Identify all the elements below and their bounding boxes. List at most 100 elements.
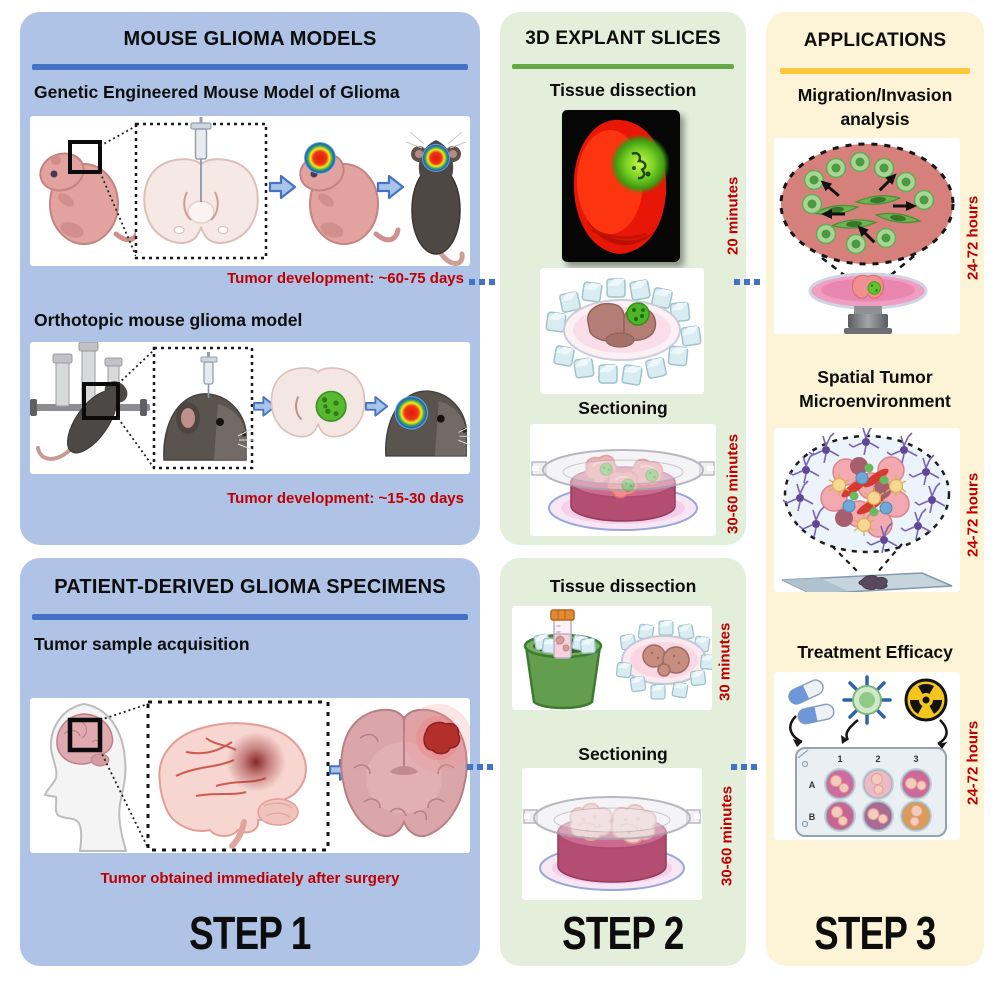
blue-cell-icon bbox=[855, 471, 869, 485]
vibratome-panel bbox=[530, 424, 716, 536]
patient-illustration-panel bbox=[30, 698, 470, 853]
vibratome-lid-icon bbox=[523, 796, 701, 840]
spatial-heading: Spatial Tumor Microenvironment bbox=[799, 367, 951, 411]
syringe-icon bbox=[190, 117, 212, 202]
treatment-time: 24-72 hours bbox=[964, 720, 982, 806]
migration-illustration bbox=[779, 142, 955, 334]
zoom-square bbox=[67, 717, 103, 753]
brain-coronal-tumor-icon bbox=[270, 367, 366, 438]
coronal-brain-tumor-icon bbox=[340, 704, 470, 838]
tissue-dish-on-ice-icon bbox=[615, 620, 712, 700]
pill-capsule-icon bbox=[785, 676, 827, 708]
connector-step1-step2-bottom bbox=[467, 764, 493, 770]
tumor-icon bbox=[423, 721, 461, 755]
plate-col-label: 3 bbox=[913, 754, 918, 764]
box-title: APPLICATIONS bbox=[803, 30, 947, 51]
well-a2 bbox=[862, 768, 894, 800]
dissection-heading: Tissue dissection bbox=[549, 576, 697, 596]
treatment-heading: Treatment Efficacy bbox=[797, 642, 953, 662]
green-cell-icon bbox=[849, 491, 859, 501]
arrow-icon bbox=[268, 174, 297, 200]
patient-illustration bbox=[43, 700, 470, 852]
tme-illustration bbox=[781, 428, 953, 592]
plate-col-label: 2 bbox=[875, 754, 880, 764]
vessel-cell-icon bbox=[863, 468, 889, 488]
title-underline bbox=[780, 68, 970, 74]
green-cell-icon bbox=[869, 507, 879, 517]
round-glioma-cell-icon bbox=[875, 227, 897, 249]
syringe-icon bbox=[200, 352, 218, 398]
step1-label: STEP 1 bbox=[189, 907, 311, 959]
round-glioma-cell-icon bbox=[803, 169, 825, 191]
connector-step2-step3-top bbox=[734, 279, 760, 285]
brain-on-ice-illustration bbox=[545, 278, 702, 387]
lateral-brain-icon bbox=[158, 722, 307, 849]
dark-tumor-cell-icon bbox=[835, 509, 853, 527]
radiation-symbol-icon bbox=[904, 678, 948, 722]
plate-col-label: 1 bbox=[837, 754, 842, 764]
tumor-glow-icon bbox=[226, 732, 286, 792]
tissue-section-icon bbox=[858, 575, 888, 590]
gemm-heading: Genetic Engineered Mouse Model of Glioma bbox=[34, 82, 400, 102]
sectioning-heading: Sectioning bbox=[578, 398, 668, 418]
patient-dissection-panel bbox=[512, 606, 712, 710]
spatial-time: 24-72 hours bbox=[964, 472, 982, 558]
ice-dish-panel bbox=[540, 268, 704, 394]
sectioning-time: 30-60 minutes bbox=[724, 433, 742, 535]
well-b1 bbox=[824, 800, 856, 832]
step3-label: STEP 3 bbox=[814, 907, 936, 959]
mouse-head-bioluminescence-icon bbox=[384, 390, 470, 457]
box-title: 3D EXPLANT SLICES bbox=[525, 28, 721, 49]
sectioning-time: 30-60 minutes bbox=[718, 785, 736, 887]
orthotopic-heading: Orthotopic mouse glioma model bbox=[34, 310, 303, 330]
mouse-glioma-models-box: MOUSE GLIOMA MODELS Genetic Engineered M… bbox=[20, 12, 480, 545]
round-glioma-cell-icon bbox=[845, 233, 867, 255]
ice-bucket-icon bbox=[523, 609, 603, 710]
vibratome-brain-slices-illustration bbox=[531, 449, 715, 531]
well-b2 bbox=[862, 800, 894, 832]
zoom-square bbox=[82, 382, 120, 420]
acquisition-caption: Tumor obtained immediately after surgery bbox=[100, 870, 400, 887]
vibratome-lid-icon bbox=[531, 449, 715, 491]
migration-time: 24-72 hours bbox=[964, 195, 982, 281]
fluorescence-image bbox=[562, 110, 680, 262]
gemm-caption: Tumor development: ~60-75 days bbox=[227, 270, 464, 287]
spatial-panel bbox=[774, 428, 960, 592]
treatment-illustration: 1 2 3 A B bbox=[785, 675, 948, 837]
slice-dish-icon bbox=[808, 272, 928, 310]
dissection-time: 20 minutes bbox=[724, 176, 742, 256]
well-a1 bbox=[824, 768, 856, 800]
applications-box: APPLICATIONS Migration/Invasion analysis bbox=[766, 12, 984, 966]
green-tumor-icon bbox=[315, 390, 347, 422]
orthotopic-caption: Tumor development: ~15-30 days bbox=[227, 490, 464, 507]
mouse-pup-icon bbox=[36, 148, 138, 244]
sectioning-heading: Sectioning bbox=[578, 744, 668, 764]
patient-derived-box: PATIENT-DERIVED GLIOMA SPECIMENS Tumor s… bbox=[20, 558, 480, 966]
sample-tube-icon bbox=[550, 609, 575, 659]
treatment-panel: 1 2 3 A B bbox=[774, 672, 960, 840]
pill-capsule-icon bbox=[796, 702, 836, 726]
well-b3 bbox=[900, 800, 932, 832]
six-well-plate-icon: 1 2 3 A B bbox=[795, 747, 947, 837]
blue-cell-icon bbox=[842, 499, 856, 513]
treatment-arrows bbox=[789, 715, 948, 746]
arrow-icon bbox=[365, 396, 389, 417]
green-cell-icon bbox=[864, 463, 874, 473]
brain-slice-icon bbox=[851, 274, 885, 299]
plate-row-label: A bbox=[809, 780, 816, 790]
box-title: PATIENT-DERIVED GLIOMA SPECIMENS bbox=[54, 576, 446, 598]
round-glioma-cell-icon bbox=[825, 157, 847, 179]
ice-bucket-tube-illustration bbox=[523, 609, 712, 710]
round-glioma-cell-icon bbox=[873, 157, 895, 179]
explant-slices-box: 3D EXPLANT SLICES Tissue dissection bbox=[500, 12, 746, 545]
bioluminescence-spot-icon bbox=[422, 144, 450, 172]
migration-panel bbox=[774, 138, 960, 334]
green-tumor-icon bbox=[626, 302, 650, 326]
bioluminescence-spot-icon bbox=[394, 396, 429, 430]
round-glioma-cell-icon bbox=[849, 151, 871, 173]
round-glioma-cell-icon bbox=[895, 171, 917, 193]
adult-mouse-icon bbox=[405, 131, 467, 266]
orthotopic-illustration-panel bbox=[30, 342, 470, 474]
mouse-head-injection-icon bbox=[163, 352, 256, 461]
